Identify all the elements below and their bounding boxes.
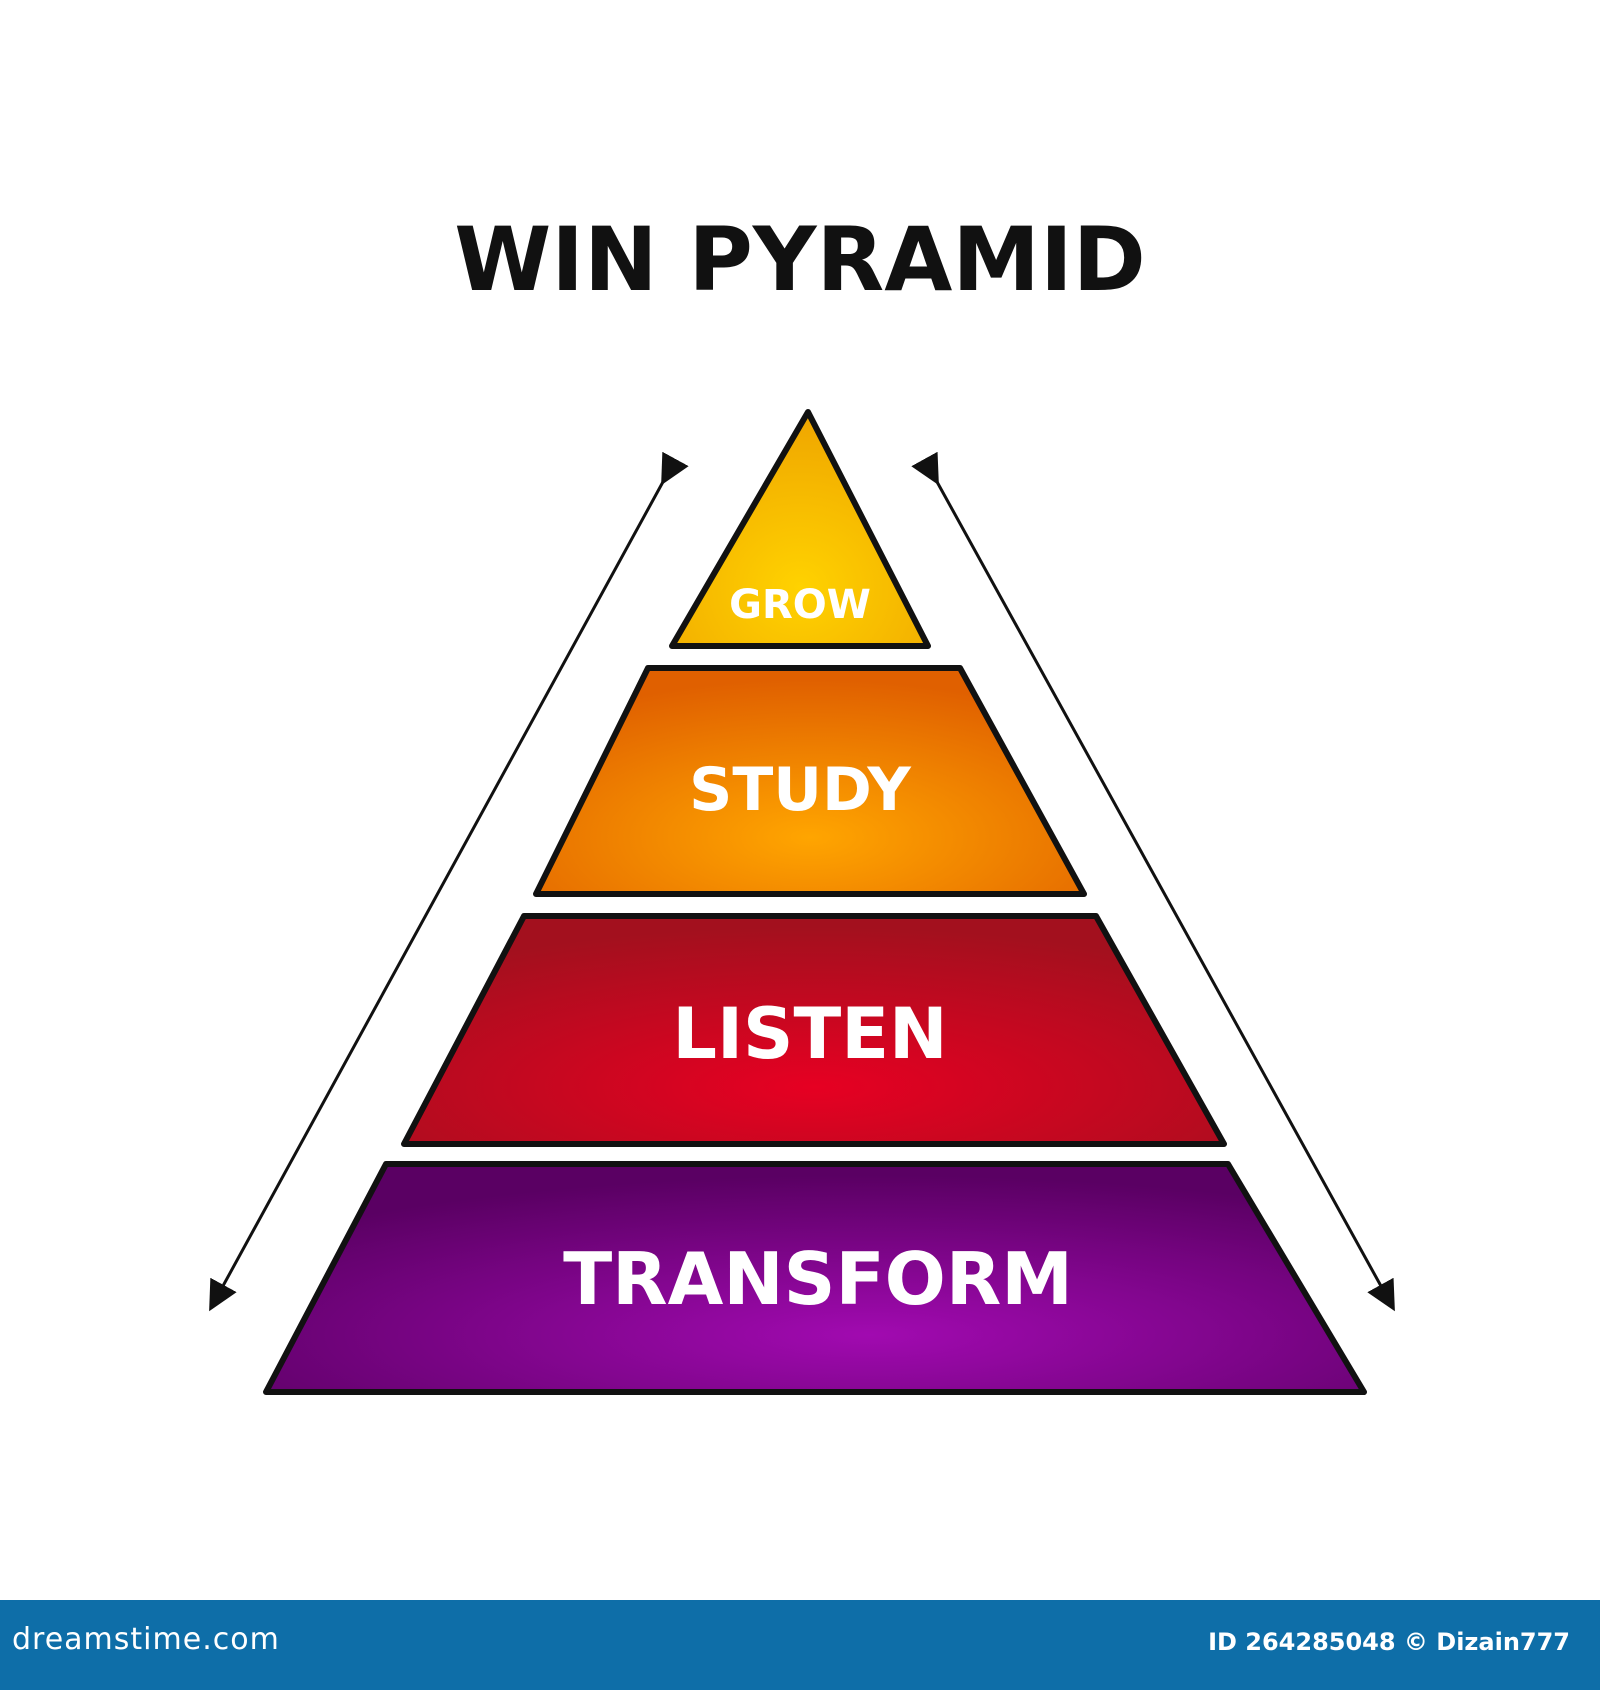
tier-transform: TRANSFORM [263, 1161, 1367, 1395]
left-double-arrow [209, 451, 689, 1312]
right-double-arrow [911, 451, 1395, 1312]
tier-grow-label: GROW [729, 582, 871, 628]
tier-transform-label: TRANSFORM [563, 1237, 1073, 1321]
tier-listen-label: LISTEN [672, 993, 947, 1075]
pyramid-diagram: WIN PYRAMID GROW STUDY LISTEN TRANSFORM [209, 208, 1395, 1395]
tier-study-label: STUDY [689, 755, 912, 825]
tier-grow: GROW [669, 409, 931, 649]
tier-listen: LISTEN [401, 913, 1227, 1147]
watermark-footer: dreamstime.com ID 264285048 © Dizain777 [0, 1600, 1600, 1690]
watermark-brand: dreamstime.com [12, 1622, 280, 1657]
tier-study: STUDY [533, 665, 1087, 897]
tier-grow-shape [669, 409, 931, 649]
diagram-title: WIN PYRAMID [454, 208, 1146, 311]
image-credit: ID 264285048 © Dizain777 [1208, 1628, 1570, 1656]
